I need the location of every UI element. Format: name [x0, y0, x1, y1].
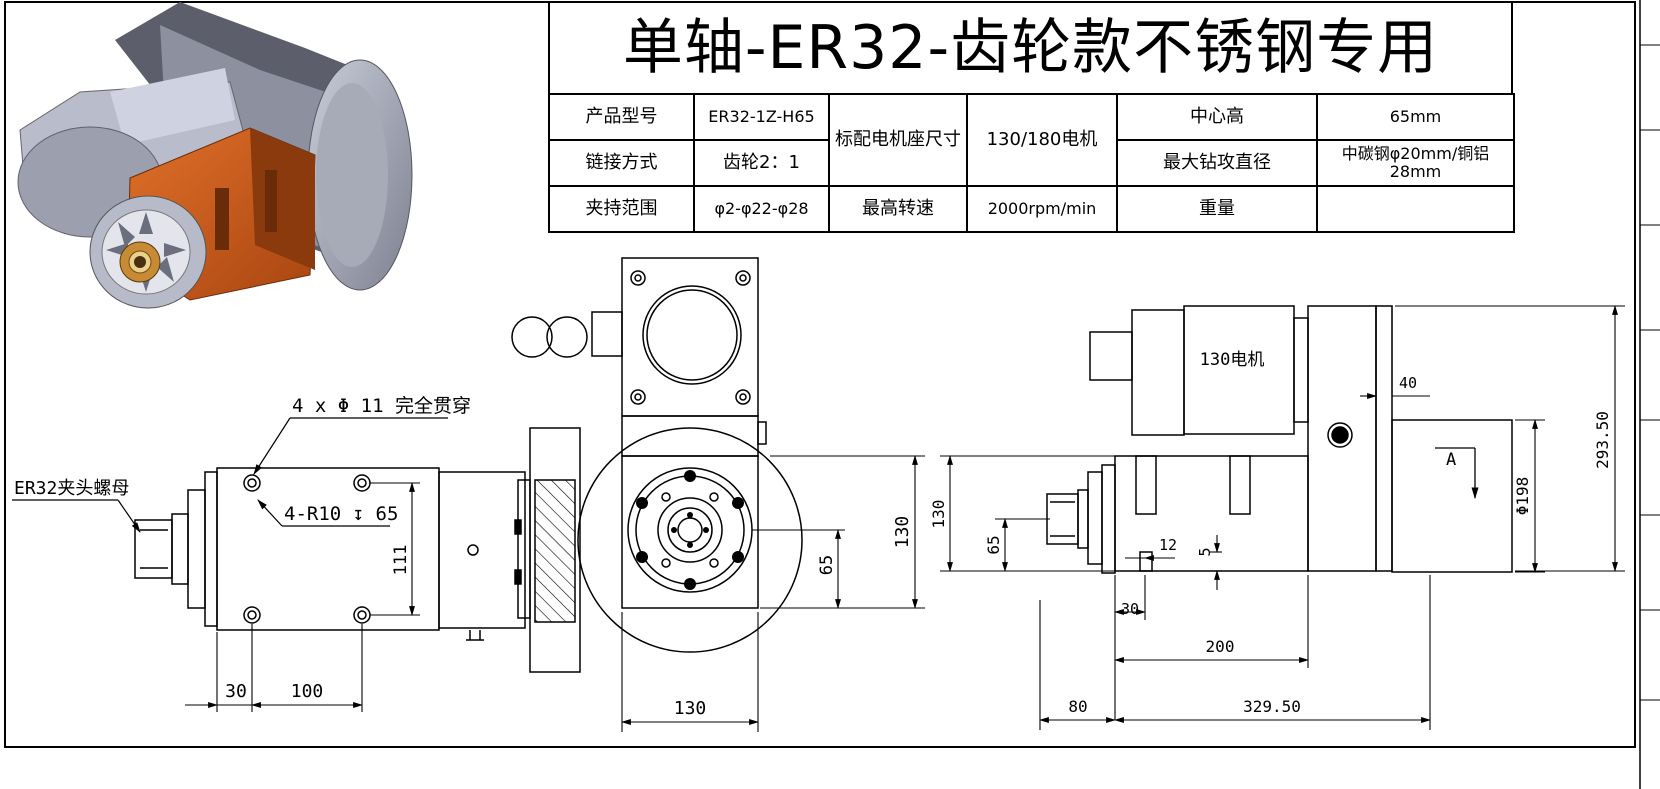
- front-view: [511, 257, 803, 653]
- spec-value-motor-seat: 130/180电机: [966, 93, 1118, 187]
- dim-329-50: 329.50: [1243, 697, 1301, 716]
- spec-label-clamp-range: 夹持范围: [548, 185, 695, 233]
- view-arrow-a: [1435, 447, 1479, 500]
- spec-label-connection: 链接方式: [548, 139, 695, 187]
- spec-row: 产品型号 ER32-1Z-H65 标配电机座尺寸 130/180电机 中心高 6…: [548, 93, 1515, 187]
- dim-30-side: 30: [1121, 600, 1139, 618]
- dim-130-front-vertical: 130: [892, 516, 913, 549]
- spec-row: 夹持范围 φ2-φ22-φ28 最高转速 2000rpm/min 重量: [548, 185, 1515, 233]
- spec-value-max-speed: 2000rpm/min: [966, 185, 1118, 233]
- nut-label-text: ER32夹头螺母: [14, 478, 129, 499]
- dim-12: 12: [1159, 536, 1177, 554]
- margin-ticks: [1640, 44, 1660, 701]
- dim-111: 111: [391, 545, 411, 576]
- spec-value-center-height: 65mm: [1316, 93, 1515, 141]
- dim-200: 200: [1206, 637, 1235, 656]
- spec-row: 链接方式 齿轮2：1 最大钻攻直径 中碳钢φ20mm/铜铝28mm: [548, 139, 1515, 187]
- left-view-callouts: [12, 417, 448, 533]
- spec-label-weight: 重量: [1116, 185, 1318, 233]
- front-view-dims: [621, 455, 925, 732]
- dim-293-50: 293.50: [1593, 411, 1612, 469]
- dim-100: 100: [291, 681, 324, 702]
- title-block: 单轴-ER32-齿轮款不锈钢专用: [548, 1, 1513, 93]
- page-title: 单轴-ER32-齿轮款不锈钢专用: [622, 13, 1439, 83]
- spec-label-model: 产品型号: [548, 93, 695, 141]
- dim-40: 40: [1399, 374, 1417, 392]
- spec-label-max-speed: 最高转速: [828, 185, 968, 233]
- dim-65-front: 65: [817, 555, 837, 575]
- spec-label-motor-seat: 标配电机座尺寸: [828, 93, 968, 187]
- spec-value-model: ER32-1Z-H65: [693, 93, 830, 141]
- spec-label-center-height: 中心高: [1116, 93, 1318, 141]
- spindle-3d-render: [17, 2, 413, 309]
- dim-130-side: 130: [929, 500, 948, 529]
- dim-130-front-horizontal: 130: [674, 698, 707, 719]
- spec-value-max-drill: 中碳钢φ20mm/铜铝28mm: [1316, 139, 1515, 187]
- motor-label-text: 130电机: [1200, 350, 1265, 370]
- spec-table: 产品型号 ER32-1Z-H65 标配电机座尺寸 130/180电机 中心高 6…: [548, 93, 1515, 233]
- dim-diameter-198: Φ198: [1513, 477, 1532, 516]
- dim-5: 5: [1196, 547, 1214, 556]
- left-view-dims: [185, 482, 420, 712]
- radius-callout-text: 4-R10 ↧ 65: [284, 503, 398, 525]
- right-view: [1046, 305, 1513, 574]
- right-view-dims: [940, 305, 1625, 730]
- left-view: [134, 427, 581, 673]
- dim-80: 80: [1068, 697, 1087, 716]
- spec-value-connection: 齿轮2：1: [693, 139, 830, 187]
- view-label-a: A: [1446, 450, 1456, 470]
- spec-label-max-drill: 最大钻攻直径: [1116, 139, 1318, 187]
- spec-value-weight: [1316, 185, 1515, 233]
- dim-30-left: 30: [225, 681, 247, 702]
- spec-value-clamp-range: φ2-φ22-φ28: [693, 185, 830, 233]
- dim-65-side: 65: [984, 535, 1003, 554]
- hole-callout-text: 4 x Φ 11 完全贯穿: [292, 395, 471, 417]
